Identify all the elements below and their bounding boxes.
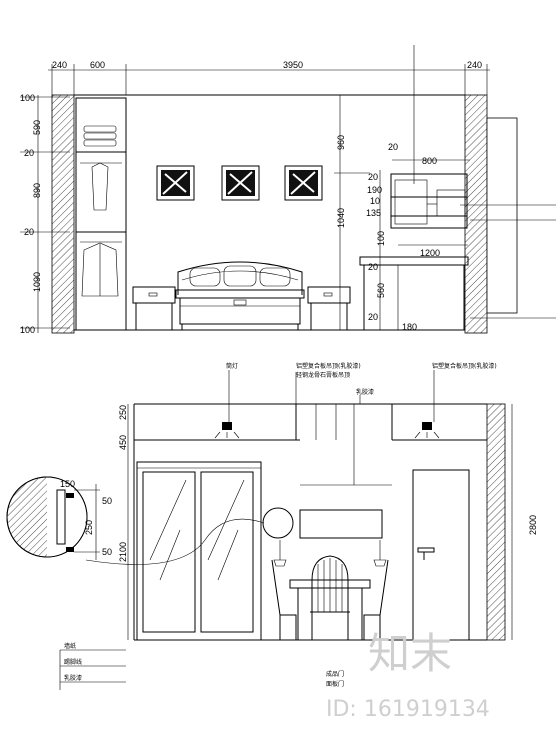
wall-cabinet bbox=[390, 173, 468, 229]
dim-cab-6: 135 bbox=[366, 208, 381, 218]
dim-bot-left-2: 450 bbox=[118, 435, 128, 450]
dim-bot-right-1: 2800 bbox=[528, 515, 538, 535]
note-top-5: 铝塑复合板吊顶(乳胶漆) bbox=[432, 362, 497, 370]
dim-left-2: 590 bbox=[32, 120, 42, 135]
note-bot-5: 面板门 bbox=[326, 680, 344, 688]
wall-picture-3 bbox=[284, 165, 323, 201]
dim-bot-left-1: 250 bbox=[118, 405, 128, 420]
note-top-3: 轻钢龙骨石膏板吊顶 bbox=[296, 371, 350, 379]
dim-cab-7: 100 bbox=[376, 231, 386, 246]
nightstand-right bbox=[307, 286, 351, 330]
pendant-lamps bbox=[273, 540, 387, 567]
note-bot-1: 墙纸 bbox=[64, 642, 76, 650]
dim-left-7: 100 bbox=[20, 325, 35, 335]
dining-set bbox=[271, 555, 389, 640]
detail-dim-4: 50 bbox=[102, 547, 112, 557]
dim-top-1: 240 bbox=[52, 60, 67, 70]
note-bot-2: 踢脚线 bbox=[64, 658, 82, 666]
dim-cab-11: 20 bbox=[368, 312, 378, 322]
wall-picture-1 bbox=[156, 165, 195, 201]
right-wall-hatch-lower bbox=[486, 403, 506, 641]
dim-top-3: 3950 bbox=[283, 60, 303, 70]
dim-cab-4: 190 bbox=[367, 185, 382, 195]
right-wall-hatch bbox=[464, 94, 488, 334]
left-wall-hatch bbox=[51, 94, 75, 334]
dim-cab-8: 1200 bbox=[420, 248, 440, 258]
watermark-id: ID: 161919134 bbox=[326, 697, 490, 722]
dining-elevation: 250 450 2100 2800 150 50 250 50 bbox=[6, 362, 538, 690]
note-top-4: 乳胶漆 bbox=[356, 388, 374, 396]
glass-doors bbox=[136, 461, 262, 641]
detail-callout: 150 50 250 50 bbox=[6, 476, 112, 560]
shirt-hanger-icon bbox=[80, 162, 122, 211]
dim-left-1: 100 bbox=[20, 93, 35, 103]
detail-dim-1: 150 bbox=[60, 479, 75, 489]
dim-inner-2: 1040 bbox=[336, 208, 346, 228]
note-bot-3: 乳胶漆 bbox=[64, 674, 82, 682]
dim-cab-3: 20 bbox=[368, 172, 378, 182]
dim-left-6: 1090 bbox=[32, 272, 42, 292]
bedroom-elevation: 240 600 3950 240 100 590 20 890 20 1090 … bbox=[20, 45, 556, 335]
dim-cab-2: 800 bbox=[422, 156, 437, 166]
dim-cab-10: 560 bbox=[376, 283, 386, 298]
dim-cab-9: 20 bbox=[368, 262, 378, 272]
nightstand-left bbox=[132, 286, 176, 330]
downlight-icon-left bbox=[214, 422, 240, 439]
dim-inner-1: 960 bbox=[336, 135, 346, 150]
note-top-1: 筒灯 bbox=[226, 362, 238, 370]
dim-cab-1: 20 bbox=[388, 142, 398, 152]
downlight-icon-right bbox=[414, 422, 440, 439]
wall-picture-2 bbox=[221, 165, 260, 201]
dim-left-3: 20 bbox=[24, 148, 34, 158]
door bbox=[412, 469, 470, 641]
wardrobe bbox=[75, 97, 127, 331]
detail-marker bbox=[262, 507, 294, 539]
dim-left-4: 890 bbox=[32, 183, 42, 198]
jacket-hanger-icon bbox=[80, 241, 122, 297]
dim-left-5: 20 bbox=[24, 227, 34, 237]
folded-clothes-icon bbox=[83, 125, 117, 147]
note-bot-4: 成品门 bbox=[326, 670, 344, 678]
dim-top-2: 600 bbox=[90, 60, 105, 70]
wall-panel bbox=[299, 509, 383, 539]
detail-dim-3: 250 bbox=[84, 520, 94, 535]
low-cabinet bbox=[359, 256, 469, 331]
dim-bot-left-3: 2100 bbox=[118, 542, 128, 562]
bed bbox=[175, 261, 305, 330]
dim-cab-12: 180 bbox=[402, 322, 417, 332]
note-top-2: 铝塑复合板吊顶(乳胶漆) bbox=[296, 362, 361, 370]
detail-dim-2: 50 bbox=[102, 496, 112, 506]
watermark-logo: 知末 bbox=[368, 629, 452, 678]
dim-cab-5: 10 bbox=[370, 196, 380, 206]
dim-top-4: 240 bbox=[467, 60, 482, 70]
